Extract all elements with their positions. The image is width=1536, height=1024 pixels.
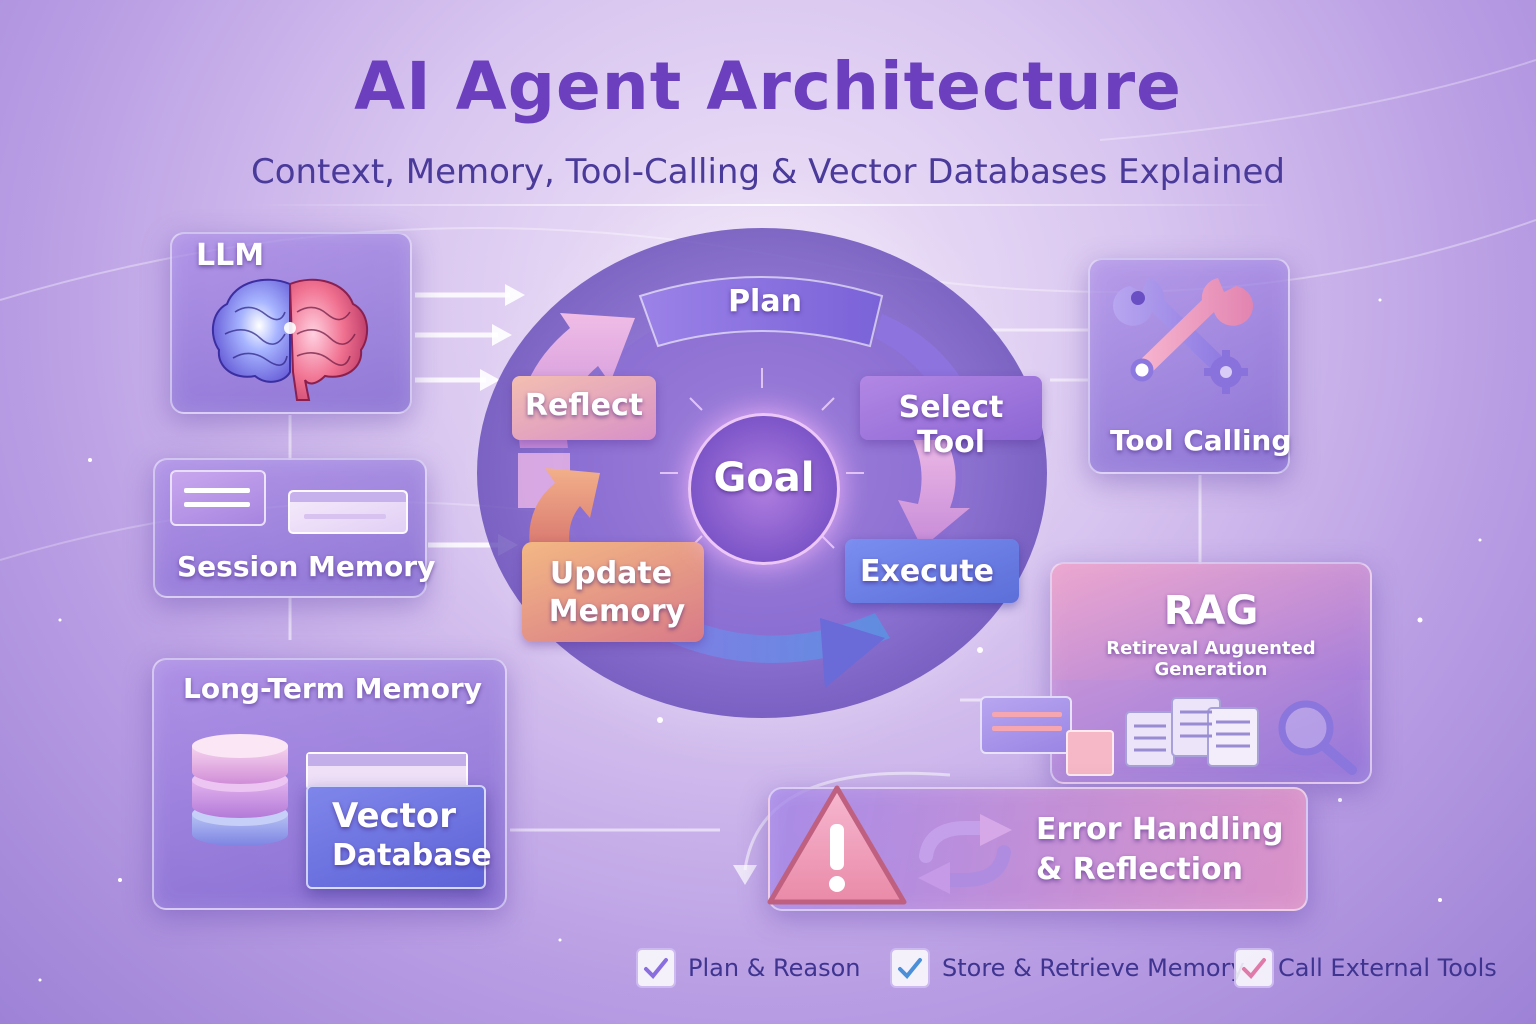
brain-icon xyxy=(211,278,369,401)
error-handling-line1: Error Handling xyxy=(1036,812,1284,847)
tool-calling-label: Tool Calling xyxy=(1110,424,1292,457)
vector-database-card xyxy=(306,785,486,889)
legend-label: Call External Tools xyxy=(1278,954,1497,982)
card-line xyxy=(992,726,1062,731)
checkbox-icon xyxy=(1234,948,1274,988)
warning-icon xyxy=(767,785,907,905)
step-select-tool-box xyxy=(860,376,1042,440)
magnifier-icon xyxy=(1278,700,1357,775)
card-line xyxy=(992,712,1062,717)
vector-window-back xyxy=(306,752,468,790)
subtitle-divider xyxy=(250,204,1286,206)
card-line xyxy=(184,502,250,507)
session-window-icon xyxy=(288,490,408,534)
database-icon xyxy=(192,734,288,846)
page-title: AI Agent Architecture xyxy=(354,48,1182,125)
window-bar xyxy=(290,492,406,502)
goal-label: Goal xyxy=(713,455,815,501)
checkmark-icon xyxy=(644,958,668,979)
card-line xyxy=(184,488,250,493)
note-icon xyxy=(1066,730,1114,776)
checkbox-icon xyxy=(890,948,930,988)
goal-circle xyxy=(688,413,840,565)
step-reflect-label: Reflect xyxy=(524,388,644,423)
llm-label: LLM xyxy=(196,238,265,273)
rag-card-icon xyxy=(980,696,1072,754)
window-line xyxy=(304,514,386,519)
rag-header-strip xyxy=(1052,564,1370,680)
step-update-memory-line2: Memory xyxy=(548,594,686,629)
rag-full-name: Retireval Auguented Generation xyxy=(1106,638,1316,680)
long-term-memory-label: Long-Term Memory xyxy=(183,672,482,705)
step-select-tool-label: Select Tool xyxy=(898,390,1004,460)
step-update-memory-line1: Update xyxy=(549,556,673,591)
legend-label: Plan & Reason xyxy=(688,954,861,982)
step-execute-box xyxy=(845,539,1019,603)
checkmark-icon xyxy=(898,958,922,979)
refresh-icon xyxy=(918,814,1012,894)
vector-database-line1: Vector xyxy=(332,796,457,836)
vector-database-line2: Database xyxy=(332,838,492,873)
legend-label: Store & Retrieve Memory xyxy=(942,954,1245,982)
step-update-memory-box xyxy=(522,542,704,642)
documents-icon xyxy=(1125,697,1259,767)
session-memory-label: Session Memory xyxy=(177,550,436,583)
page-subtitle: Context, Memory, Tool-Calling & Vector D… xyxy=(250,152,1286,192)
legend-item-store-retrieve: Store & Retrieve Memory xyxy=(890,946,1245,990)
rag-title: RAG xyxy=(1163,588,1259,634)
step-execute-label: Execute xyxy=(859,554,995,589)
wrench-gear-icon xyxy=(1112,278,1254,394)
step-reflect-box xyxy=(512,376,656,440)
session-card-icon xyxy=(170,470,266,526)
legend-item-plan-reason: Plan & Reason xyxy=(636,946,861,990)
legend-item-external-tools: Call External Tools xyxy=(1234,946,1497,990)
checkbox-icon xyxy=(636,948,676,988)
step-plan-label: Plan xyxy=(728,284,802,319)
checkmark-icon xyxy=(1242,958,1266,979)
window-bar xyxy=(308,754,466,766)
error-handling-line2: & Reflection xyxy=(1036,852,1244,887)
